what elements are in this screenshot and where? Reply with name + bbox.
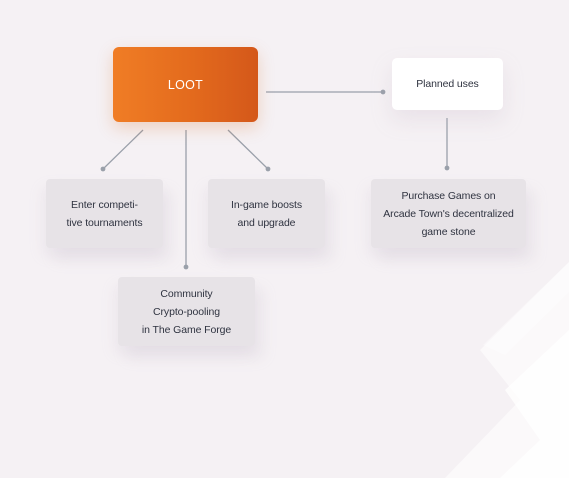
connector-dot xyxy=(100,166,106,172)
loot-node: LOOT xyxy=(113,47,258,122)
boosts-label: In-game boosts and upgrade xyxy=(231,198,302,229)
planned-uses-node: Planned uses xyxy=(392,58,503,110)
boosts-node: In-game boosts and upgrade xyxy=(208,179,325,248)
connector-dot xyxy=(265,166,271,172)
connector-dot xyxy=(183,264,189,270)
purchase-node: Purchase Games on Arcade Town's decentra… xyxy=(371,179,526,248)
connector-dot xyxy=(444,165,450,171)
pooling-node: Community Crypto-pooling in The Game For… xyxy=(118,277,255,346)
connector-loot-boosts xyxy=(227,129,269,170)
tournaments-node: Enter competi- tive tournaments xyxy=(46,179,163,248)
planned-uses-label: Planned uses xyxy=(416,78,479,90)
pooling-label: Community Crypto-pooling in The Game For… xyxy=(141,287,232,336)
loot-label: LOOT xyxy=(167,77,204,92)
connector-loot-tournaments xyxy=(102,129,144,170)
tournaments-label: Enter competi- tive tournaments xyxy=(66,198,143,229)
connector-dot xyxy=(380,89,386,95)
purchase-label: Purchase Games on Arcade Town's decentra… xyxy=(383,189,514,238)
